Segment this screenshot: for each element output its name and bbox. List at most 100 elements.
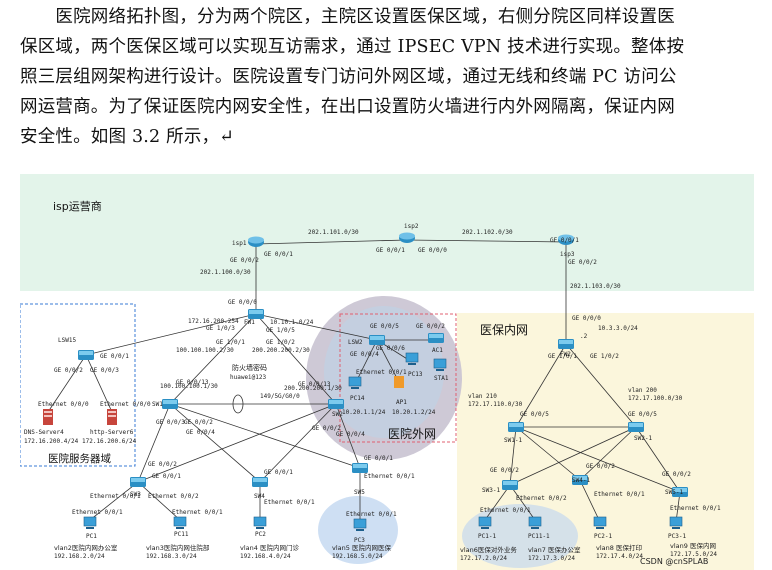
lsw15-ge002: GE 0/0/2	[54, 367, 83, 374]
sw5-label: SW5	[354, 489, 365, 496]
http-server[interactable]	[107, 409, 117, 425]
outer-zone-label: 医院外网	[388, 427, 436, 441]
lsw2-ge006: GE 0/0/6	[376, 345, 405, 352]
lsw2-switch[interactable]	[369, 335, 385, 345]
fw2-ge102: GE 1/0/2	[590, 353, 619, 360]
vlan210-net: 172.17.110.0/30	[468, 401, 523, 408]
vlan9-net: 172.17.5.0/24	[670, 551, 717, 558]
sw1-switch[interactable]	[162, 399, 178, 409]
pc11-label: PC11	[174, 531, 189, 538]
server-zone	[20, 303, 136, 467]
dns-server[interactable]	[43, 409, 53, 425]
pc2-1-label: PC2-1	[594, 533, 612, 540]
sw3-switch[interactable]	[130, 477, 146, 487]
server-zone-label: 医院服务器域	[48, 452, 111, 465]
outer-zone-circle	[306, 296, 462, 460]
fw2-firewall[interactable]	[558, 339, 574, 349]
pc1-eth: Ethernet 0/0/1	[72, 509, 123, 516]
http-ip: 172.16.200.6/24	[82, 438, 137, 445]
fw1-sw2-ip: 200.200.200.2/30	[252, 347, 310, 354]
fw1-lan-net: 10.10.1.0/24	[270, 319, 314, 326]
sw2-ge0013: GE 0/0/13	[298, 381, 331, 388]
lsw15-label: LSW15	[58, 337, 76, 344]
isp2-ge001: GE 0/0/1	[376, 247, 405, 254]
vlan5-net: 192.168.5.0/24	[332, 553, 383, 560]
isp1-ge002: GE 0/0/2	[230, 257, 259, 264]
sw3-label: SW3	[130, 491, 141, 498]
pc1-1-label: PC1-1	[478, 533, 496, 540]
sw2-switch[interactable]	[328, 399, 344, 409]
sw2-ge004: GE 0/0/4	[336, 431, 365, 438]
sw3-eth001: Ethernet 0/0/1	[90, 493, 141, 500]
fw1-ge102: GE 1/0/2	[266, 339, 295, 346]
medical-zone-label: 医保内网	[480, 323, 528, 337]
vlan7-name: vlan7 医保办公室	[528, 545, 581, 554]
sw1-ge004: GE 0/0/4	[186, 429, 215, 436]
sw3-1-eth001: Ethernet 0/0/1	[480, 507, 531, 514]
fw-password-label: 防火墙密码	[232, 363, 267, 372]
sw1-net: 100.100.100.1/30	[160, 383, 218, 390]
pc11-1-label: PC11-1	[528, 533, 550, 540]
isp2-router[interactable]	[399, 232, 415, 244]
sw4-1-ge002: GE 0/0/2	[586, 463, 615, 470]
pc1[interactable]	[83, 516, 97, 530]
para-line-2: 保区域，两个医保区域可以实现互访需求，通过 IPSEC VPN 技术进行实现。整…	[20, 37, 685, 57]
sw3-1-switch[interactable]	[502, 480, 518, 490]
pc3-1-label: PC3-1	[668, 533, 686, 540]
pc1-label: PC1	[86, 533, 97, 540]
isp1-label: isp1	[232, 240, 247, 247]
sw5-1-label: SW5-1	[665, 489, 683, 496]
pc11-eth: Ethernet 0/0/1	[172, 509, 223, 516]
isp1-ge001: GE 0/0/1	[264, 251, 293, 258]
pc3-eth: Ethernet 0/0/1	[346, 511, 397, 518]
sw2-1-switch[interactable]	[628, 422, 644, 432]
vlan2-name: vlan2医院内网办公室	[54, 543, 118, 552]
fw1-sw1-ip: 100.100.100.2/30	[176, 347, 234, 354]
ac1-controller[interactable]	[428, 333, 444, 343]
sw1-ge003: GE 0/0/3	[156, 419, 185, 426]
sw1-label: SW1	[152, 401, 163, 408]
vlan5-name: vlan5 医院内网医保	[332, 543, 391, 552]
pc11[interactable]	[173, 516, 187, 530]
ac1-label: AC1	[432, 347, 443, 354]
isp2-ge000: GE 0/0/0	[418, 247, 447, 254]
vlan9-name: vlan9 医保内网	[670, 541, 716, 550]
eth-trunk-ring	[232, 394, 244, 414]
vlan210-label: vlan 210	[468, 393, 497, 400]
vlan8-net: 172.17.4.0/24	[596, 553, 643, 560]
lsw15-ge001: GE 0/0/1	[100, 353, 129, 360]
isp3-label: isp3	[560, 251, 575, 258]
sw1-ge002: GE 0/0/2	[184, 419, 213, 426]
vlan6-name: vlan6医保对外业务	[460, 545, 517, 554]
fw1-ge000: GE 0/0/0	[228, 299, 257, 306]
net-isp3fw: 202.1.103.0/30	[570, 283, 621, 290]
fw1-ge101: GE 1/0/1	[216, 339, 245, 346]
isp1-router[interactable]	[248, 236, 264, 248]
sw3-1-label: SW3-1	[482, 487, 500, 494]
pc14-ip: 10.20.1.1/24	[342, 409, 386, 416]
sw5-1-ge002: GE 0/0/2	[662, 471, 691, 478]
pc2[interactable]	[253, 516, 267, 530]
lsw15-ge003: GE 0/0/3	[90, 367, 119, 374]
pc14-eth: Ethernet 0/0/1	[356, 369, 407, 376]
lsw15-switch[interactable]	[78, 350, 94, 360]
lsw2-ge005: GE 0/0/5	[370, 323, 399, 330]
sw4-label: SW4	[254, 493, 265, 500]
sw5-switch[interactable]	[352, 463, 368, 473]
net-isp23: 202.1.102.0/30	[462, 229, 513, 236]
sw1-1-switch[interactable]	[508, 422, 524, 432]
ac1-ge002: GE 0/0/2	[416, 323, 445, 330]
sw4-switch[interactable]	[252, 477, 268, 487]
sw5-1-eth001: Ethernet 0/0/1	[670, 505, 721, 512]
fw1-firewall[interactable]	[248, 309, 264, 319]
para-line-4: 网运营商。为了保证医院内网安全性，在出口设置防火墙进行内外网隔离，保证内网	[20, 97, 675, 117]
sw4-eth001: Ethernet 0/0/1	[264, 499, 315, 506]
sw2-net: 200.200.200.1/30	[284, 385, 342, 392]
sw2-ge002: GE 0/0/2	[312, 425, 341, 432]
pc14-label: PC14	[350, 395, 365, 402]
sw5-eth001: Ethernet 0/0/1	[364, 473, 415, 480]
ap1-accesspoint[interactable]	[394, 376, 404, 388]
watermark: CSDN @cnSPLAB	[640, 557, 708, 566]
fw2-ge000: GE 0/0/0	[572, 315, 601, 322]
sw3-1-ge002: GE 0/0/2	[490, 467, 519, 474]
